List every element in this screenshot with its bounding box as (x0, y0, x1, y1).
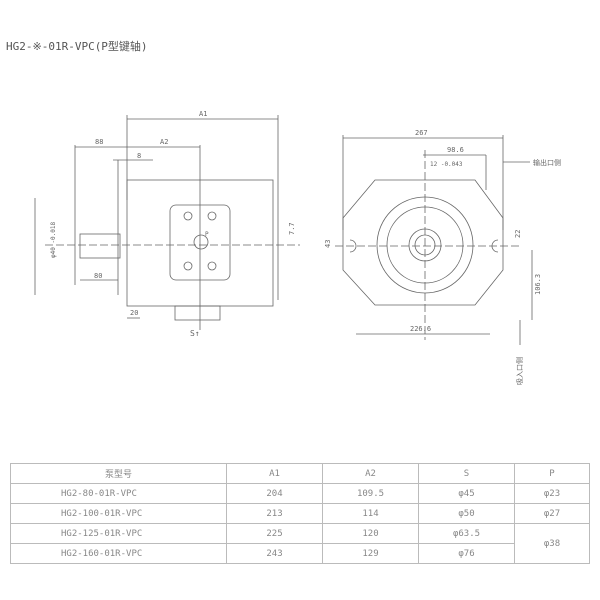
cell-s: φ63.5 (418, 523, 515, 544)
technical-drawing: A1 A2 88 8 φ40 -0.018 80 20 7.7 P S↑ 267… (34, 110, 561, 385)
side-view (34, 115, 300, 330)
cell-model: HG2-160-01R-VPC (10, 543, 227, 564)
cell-model: HG2-80-01R-VPC (10, 483, 227, 504)
drawing-title: HG2-※-01R-VPC(P型键轴) (6, 40, 148, 53)
cell-p: φ23 (514, 483, 590, 504)
front-view (335, 135, 533, 345)
dim-88: 88 (95, 138, 103, 146)
dim-267: 267 (415, 129, 428, 137)
dim-80: 80 (94, 272, 102, 280)
cell-a1: 243 (226, 543, 323, 564)
dim-a1: A1 (199, 110, 207, 118)
dim-20: 20 (130, 309, 138, 317)
cell-a1: 204 (226, 483, 323, 504)
cell-s: φ45 (418, 483, 515, 504)
cell-a1: 213 (226, 503, 323, 524)
header-p: P (514, 463, 590, 484)
dim-a2: A2 (160, 138, 168, 146)
header-a2: A2 (322, 463, 419, 484)
dim-shaft: φ40 -0.018 (50, 221, 57, 258)
cell-s: φ50 (418, 503, 515, 524)
outlet-label: 输出口侧 (533, 158, 561, 167)
dim-key: 12 -0.043 (430, 161, 463, 168)
dim-8: 8 (137, 152, 141, 160)
cell-a2: 129 (322, 543, 419, 564)
dim-98-6: 98.6 (447, 146, 464, 154)
dim-226-6: 226.6 (410, 325, 431, 333)
s-mark: S↑ (190, 329, 200, 338)
header-model: 泵型号 (10, 463, 227, 484)
cell-a2: 120 (322, 523, 419, 544)
cell-p: φ38 (514, 523, 590, 564)
cell-a2: 109.5 (322, 483, 419, 504)
cell-p: φ27 (514, 503, 590, 524)
cell-a1: 225 (226, 523, 323, 544)
cell-s: φ76 (418, 543, 515, 564)
dim-7-7: 7.7 (288, 222, 296, 235)
header-s: S (418, 463, 515, 484)
cell-a2: 114 (322, 503, 419, 524)
cell-model: HG2-125-01R-VPC (10, 523, 227, 544)
table-header: 泵型号 A1 A2 S P (10, 463, 590, 484)
cell-model: HG2-100-01R-VPC (10, 503, 227, 524)
header-a1: A1 (226, 463, 323, 484)
dim-43: 43 (324, 240, 332, 248)
dim-106-3: 106.3 (534, 274, 542, 295)
inlet-label: 吸入口侧 (515, 357, 524, 385)
dim-22: 22 (514, 230, 522, 238)
port-p: P (205, 231, 209, 238)
